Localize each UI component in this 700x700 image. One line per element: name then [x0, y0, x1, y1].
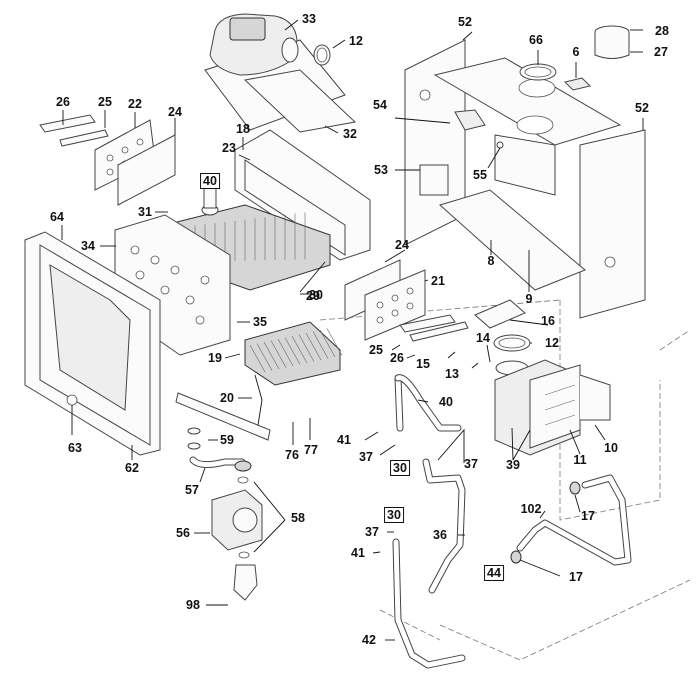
insulation-plates-left: [39, 114, 176, 206]
callout-label-8: 8: [487, 254, 495, 268]
callout-label-26b: 26: [390, 351, 404, 365]
callout-label-10: 10: [604, 441, 618, 455]
callout-label-19: 19: [208, 351, 222, 365]
callout-label-15: 15: [416, 357, 430, 371]
callout-label-14: 14: [476, 331, 490, 345]
callout-label-76: 76: [285, 448, 299, 462]
burner-tube: [270, 340, 287, 368]
callout-label-27: 27: [654, 45, 668, 59]
callout-label-30a: 30: [309, 288, 323, 302]
callout-label-42: 42: [362, 633, 376, 647]
controls-bracket: [454, 109, 504, 149]
callout-label-17b: 17: [569, 570, 583, 584]
callout-label-31: 31: [138, 205, 152, 219]
callout-label-98: 98: [186, 598, 200, 612]
callout-label-9: 9: [525, 292, 533, 306]
callout-label-102: 102: [520, 502, 542, 516]
callout-label-24a: 24: [168, 105, 182, 119]
callout-label-59: 59: [220, 433, 234, 447]
gas-valve-assembly: [187, 427, 263, 601]
callout-label-23: 23: [222, 141, 236, 155]
callout-label-34: 34: [81, 239, 95, 253]
callout-label-77: 77: [304, 443, 318, 457]
gas-manifold: [175, 374, 271, 441]
callout-label-44: 44: [484, 565, 504, 581]
vent-parts: [519, 25, 630, 91]
burner-tube: [312, 331, 329, 359]
secondary-heat-exchanger: [493, 334, 611, 456]
callout-label-37a: 37: [359, 450, 373, 464]
callout-label-25a: 25: [98, 95, 112, 109]
callout-label-57: 57: [185, 483, 199, 497]
callout-label-28: 28: [655, 24, 669, 38]
burner-tube: [319, 329, 336, 358]
callout-label-18: 18: [236, 122, 250, 136]
flue-cover-32: [243, 69, 357, 133]
callout-label-29: 29: [306, 289, 320, 303]
callout-label-11: 11: [573, 453, 587, 467]
callout-label-62: 62: [125, 461, 139, 475]
callout-label-52b: 52: [635, 101, 649, 115]
callout-label-55: 55: [473, 168, 487, 182]
callout-label-58: 58: [291, 511, 305, 525]
callout-label-20: 20: [220, 391, 234, 405]
callout-label-24b: 24: [395, 238, 409, 252]
burner-tube: [291, 335, 308, 364]
callout-label-40a: 40: [200, 173, 220, 189]
callout-label-53: 53: [374, 163, 388, 177]
callout-label-32: 32: [343, 127, 357, 141]
callout-label-16: 16: [541, 314, 555, 328]
callout-label-41a: 41: [337, 433, 351, 447]
callout-label-66: 66: [529, 33, 543, 47]
callout-label-56: 56: [176, 526, 190, 540]
callout-label-26a: 26: [56, 95, 70, 109]
front-door: [24, 231, 161, 456]
callout-label-64: 64: [50, 210, 64, 224]
callout-label-40b: 40: [439, 395, 453, 409]
callout-label-6: 6: [572, 45, 580, 59]
callout-label-22: 22: [128, 97, 142, 111]
leader-lines: [61, 19, 644, 641]
burner-tube: [277, 338, 294, 367]
callout-label-25b: 25: [369, 343, 383, 357]
callout-label-37c: 37: [365, 525, 379, 539]
callout-label-12b: 12: [545, 336, 559, 350]
callout-label-33: 33: [302, 12, 316, 26]
callout-label-54: 54: [373, 98, 387, 112]
callout-label-35: 35: [253, 315, 267, 329]
burner-tube: [305, 332, 322, 361]
callout-label-52a: 52: [458, 15, 472, 29]
burner-tube: [298, 334, 315, 362]
callout-label-30b: 30: [390, 460, 410, 476]
callout-label-30c: 30: [384, 507, 404, 523]
insulation-plates-right: [344, 259, 526, 342]
callout-label-21: 21: [431, 274, 445, 288]
callout-label-36: 36: [433, 528, 447, 542]
burner-tube: [284, 337, 301, 365]
callout-label-13: 13: [445, 367, 459, 381]
callout-label-37b: 37: [464, 457, 478, 471]
burner: [244, 321, 343, 386]
callout-label-17a: 17: [581, 509, 595, 523]
callout-label-63: 63: [68, 441, 82, 455]
burner-tube: [263, 341, 280, 370]
burner-tube: [256, 343, 273, 371]
callout-label-12a: 12: [349, 34, 363, 48]
burner-tube: [326, 328, 343, 356]
callout-label-39: 39: [506, 458, 520, 472]
burner-tube: [249, 344, 266, 373]
cabinet: [404, 39, 646, 319]
callout-label-41b: 41: [351, 546, 365, 560]
